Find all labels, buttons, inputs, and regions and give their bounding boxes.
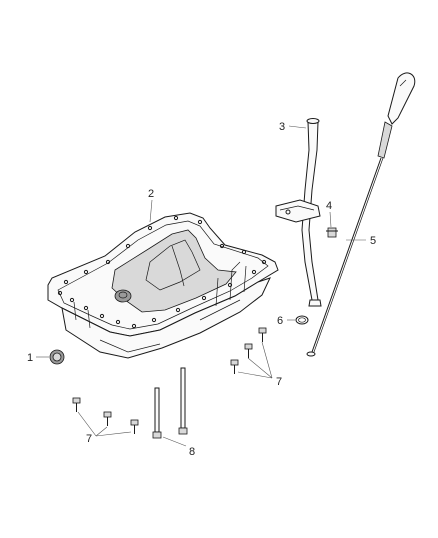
pan-bolts-left (72, 397, 139, 434)
long-bolt (152, 387, 162, 439)
callout-1: 1 (27, 352, 33, 364)
dipstick (306, 72, 416, 357)
callout-4: 4 (326, 200, 332, 212)
callout-7-left: 7 (86, 433, 92, 445)
bolt (230, 359, 239, 374)
oil-pan (47, 212, 279, 359)
bolt (244, 343, 253, 358)
bolt (103, 411, 112, 426)
callout-7-right: 7 (276, 376, 282, 388)
dipstick-tube (275, 118, 322, 307)
long-bolt (178, 367, 188, 435)
bolt (72, 397, 81, 412)
callout-labels: 1 2 3 4 5 6 7 7 8 (27, 121, 376, 458)
bolt (258, 327, 267, 342)
long-bolts (152, 367, 188, 439)
callout-6: 6 (277, 315, 283, 327)
callout-8: 8 (189, 446, 195, 458)
bolt (130, 419, 139, 434)
callout-2: 2 (148, 188, 154, 200)
bracket-bolt (326, 227, 338, 238)
o-ring (295, 315, 309, 325)
drain-plug (49, 349, 65, 365)
callout-3: 3 (279, 121, 285, 133)
callout-5: 5 (370, 235, 376, 247)
pan-bolts-right (230, 327, 267, 374)
leader-lines (36, 125, 366, 447)
